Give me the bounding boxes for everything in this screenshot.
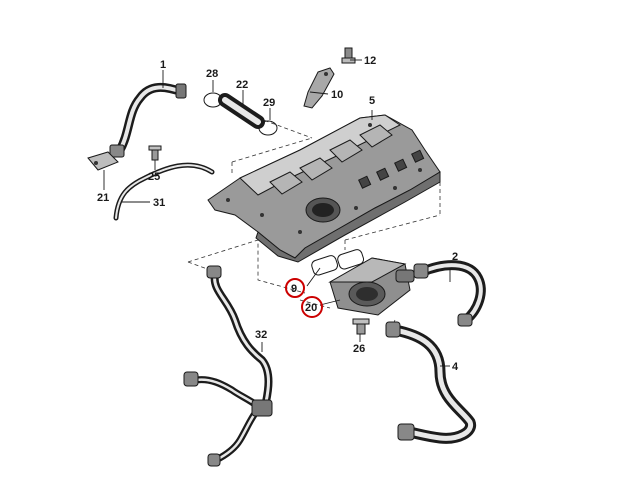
callout-31: 31 bbox=[153, 197, 165, 209]
callout-20: 20 bbox=[305, 302, 317, 314]
callout-2: 2 bbox=[452, 251, 458, 263]
callout-32: 32 bbox=[255, 329, 267, 341]
bolt-12-part bbox=[341, 47, 356, 64]
callout-10: 10 bbox=[331, 89, 343, 101]
hose-32-part bbox=[183, 265, 273, 467]
callout-1: 1 bbox=[160, 59, 166, 71]
highlight-circle-20 bbox=[301, 296, 323, 318]
leader-lines bbox=[103, 59, 451, 367]
bracket-part bbox=[303, 67, 335, 109]
valve-cover-part bbox=[207, 114, 441, 263]
gasket-9-part bbox=[311, 249, 365, 276]
bolt-26-part bbox=[352, 318, 370, 335]
highlight-circles bbox=[285, 278, 323, 318]
callout-22: 22 bbox=[236, 79, 248, 91]
hose-22-part bbox=[218, 93, 265, 129]
callout-4: 4 bbox=[452, 361, 459, 373]
callout-26: 26 bbox=[353, 343, 365, 355]
hose-1-part bbox=[109, 83, 187, 158]
flange-21-part bbox=[87, 151, 119, 171]
callout-29: 29 bbox=[263, 97, 275, 109]
callout-5: 5 bbox=[369, 95, 375, 107]
callout-12: 12 bbox=[364, 55, 376, 67]
oil-separator-20-part bbox=[328, 257, 415, 316]
callout-25: 25 bbox=[148, 171, 160, 183]
hose-2-part bbox=[413, 260, 486, 327]
callout-21: 21 bbox=[97, 192, 109, 204]
clamp-29-part bbox=[258, 120, 278, 136]
bolt-25-part bbox=[148, 145, 162, 161]
callout-28: 28 bbox=[206, 68, 218, 80]
hose-4-part bbox=[385, 321, 477, 444]
callout-9: 9 bbox=[291, 283, 297, 295]
hose-31-part bbox=[113, 162, 215, 221]
callout-labels: 1 2 4 5 9 10 12 20 21 22 25 26 28 29 31 … bbox=[97, 55, 459, 373]
highlight-circle-9 bbox=[285, 278, 305, 298]
